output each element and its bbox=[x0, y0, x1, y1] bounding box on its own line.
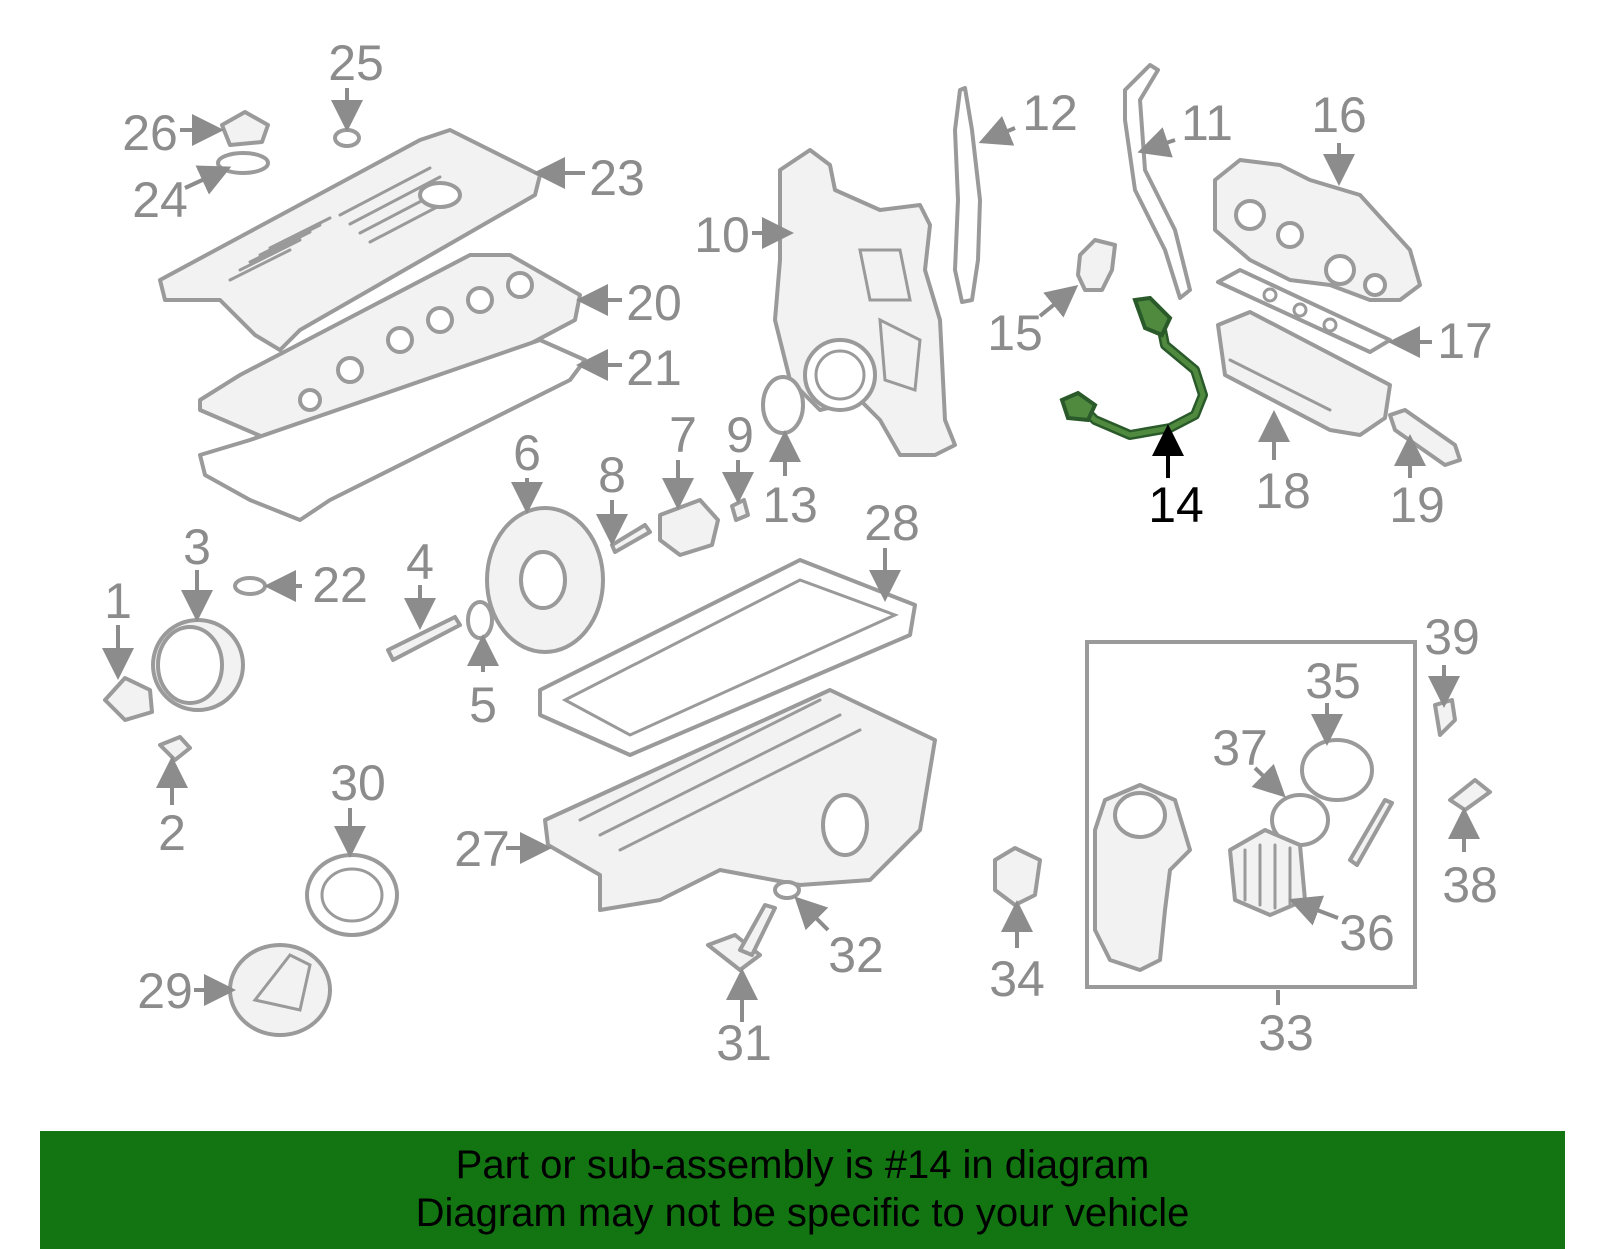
part-2-bolt bbox=[158, 735, 192, 762]
callout-32: 32 bbox=[828, 927, 884, 983]
part-22-o-ring bbox=[233, 576, 267, 596]
part-34-gasket bbox=[993, 846, 1042, 907]
part-9-plug bbox=[730, 498, 750, 522]
part-5-o-ring bbox=[466, 600, 494, 640]
part-26-filler-cap bbox=[220, 110, 270, 147]
part-27-oil-pan bbox=[543, 688, 937, 912]
part-12-gasket bbox=[953, 86, 982, 304]
callout-16: 16 bbox=[1311, 87, 1367, 143]
part-4-bolt bbox=[386, 615, 462, 662]
part-3-pulley bbox=[151, 618, 245, 712]
callout-21: 21 bbox=[626, 340, 682, 396]
callout-7: 7 bbox=[669, 407, 697, 463]
callout-28: 28 bbox=[864, 495, 920, 551]
part-19-sensor bbox=[1388, 408, 1462, 467]
callout-18: 18 bbox=[1255, 463, 1311, 519]
callout-39: 39 bbox=[1424, 609, 1480, 665]
part-21-valve-cover-gasket bbox=[198, 338, 587, 522]
callout-20: 20 bbox=[626, 275, 682, 331]
callout-22: 22 bbox=[312, 557, 368, 613]
part-36-filter bbox=[1228, 828, 1307, 917]
callout-36: 36 bbox=[1339, 905, 1395, 961]
part-8-bolt bbox=[610, 523, 652, 554]
banner-line-2: Diagram may not be specific to your vehi… bbox=[415, 1191, 1190, 1235]
part-28-oil-pan-gasket bbox=[538, 558, 917, 757]
callout-9: 9 bbox=[726, 407, 754, 463]
callout-1: 1 bbox=[104, 573, 132, 629]
callout-23: 23 bbox=[589, 150, 645, 206]
callout-35: 35 bbox=[1305, 653, 1361, 709]
callout-12: 12 bbox=[1022, 85, 1078, 141]
callout-24: 24 bbox=[132, 172, 188, 228]
part-25-o-ring bbox=[333, 128, 361, 148]
part-24-seal-ring bbox=[216, 151, 270, 175]
callout-34: 34 bbox=[989, 951, 1045, 1007]
callout-37: 37 bbox=[1212, 720, 1268, 776]
callout-38: 38 bbox=[1442, 857, 1498, 913]
callout-17: 17 bbox=[1437, 313, 1493, 369]
callout-25: 25 bbox=[328, 35, 384, 91]
part-14-sensor-cable-highlighted bbox=[1059, 295, 1208, 440]
part-16-vanos-unit bbox=[1213, 158, 1422, 302]
callout-27: 27 bbox=[454, 821, 510, 877]
part-18-solenoid-block bbox=[1216, 310, 1392, 437]
callout-4: 4 bbox=[406, 534, 434, 590]
part-38-sensor bbox=[1448, 778, 1492, 812]
callout-numbers: 1 2 3 4 5 6 7 8 9 10 11 12 13 14 15 16 1… bbox=[104, 35, 1498, 1071]
callout-33: 33 bbox=[1258, 1005, 1314, 1061]
part-39-plug bbox=[1433, 698, 1457, 737]
callout-11: 11 bbox=[1181, 95, 1233, 151]
part-13-seal bbox=[761, 375, 805, 435]
callout-14-highlighted: 14 bbox=[1148, 477, 1204, 533]
leader-lines bbox=[102, 88, 1480, 1022]
part-29-cover bbox=[228, 943, 332, 1037]
part-35-seal bbox=[1300, 738, 1374, 802]
part-7-filter-element bbox=[658, 498, 720, 557]
part-20-valve-cover bbox=[198, 253, 582, 472]
callout-8: 8 bbox=[598, 447, 626, 503]
part-23-cylinder-head-cover bbox=[158, 128, 542, 352]
callout-3: 3 bbox=[183, 519, 211, 575]
callout-30: 30 bbox=[330, 755, 386, 811]
banner-line-1: Part or sub-assembly is #14 in diagram bbox=[455, 1143, 1150, 1187]
callout-19: 19 bbox=[1389, 477, 1445, 533]
callout-29: 29 bbox=[137, 963, 193, 1019]
callout-5: 5 bbox=[469, 677, 497, 733]
callout-10: 10 bbox=[694, 207, 750, 263]
callout-15: 15 bbox=[987, 305, 1043, 361]
part-15-sensor-bracket bbox=[1076, 238, 1117, 292]
callout-26: 26 bbox=[122, 105, 178, 161]
part-6-flexplate bbox=[485, 506, 605, 654]
callout-6: 6 bbox=[513, 425, 541, 481]
part-30-gasket bbox=[305, 853, 399, 937]
callout-2: 2 bbox=[158, 805, 186, 861]
part-11-gasket bbox=[1123, 63, 1192, 300]
callout-31: 31 bbox=[716, 1015, 772, 1071]
info-banner: Part or sub-assembly is #14 in diagram D… bbox=[40, 1131, 1565, 1249]
engine-parts-diagram: 1 2 3 4 5 6 7 8 9 10 11 12 13 14 15 16 1… bbox=[102, 35, 1498, 1071]
part-32-o-ring bbox=[773, 880, 801, 900]
part-33-filter-housing-box bbox=[1085, 640, 1417, 989]
part-1-hub bbox=[103, 676, 154, 722]
callout-13: 13 bbox=[762, 477, 818, 533]
part-31-level-sensor bbox=[706, 903, 777, 972]
